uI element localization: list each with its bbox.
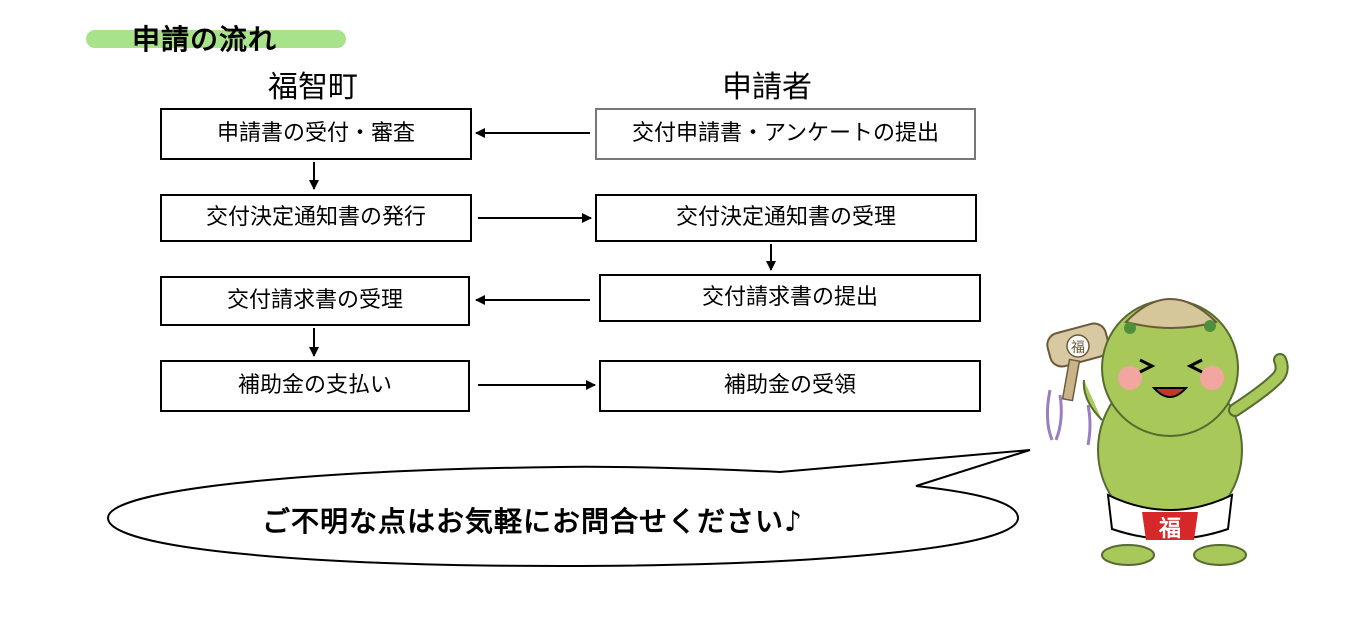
green-mascot-icon: 福 福: [1045, 298, 1289, 566]
lucky-mallet-icon: 福: [1045, 322, 1110, 446]
svg-text:福: 福: [1158, 517, 1181, 542]
speech-bubble: [106, 449, 1031, 568]
step-applicant-4: 補助金の受領: [599, 360, 981, 412]
step-applicant-1: 交付申請書・アンケートの提出: [595, 108, 976, 160]
step-town-1: 申請書の受付・審査: [160, 108, 472, 160]
step-town-2: 交付決定通知書の発行: [160, 194, 472, 242]
bubble-message: ご不明な点はお気軽にお問合せください♪: [262, 505, 803, 538]
section-title-bar: [86, 30, 346, 48]
section-title: 申請の流れ: [132, 23, 278, 56]
column-header-applicant: 申請者: [722, 70, 812, 105]
step-applicant-2: 交付決定通知書の受理: [595, 194, 977, 242]
step-applicant-3: 交付請求書の提出: [599, 274, 981, 322]
svg-text:福: 福: [1071, 340, 1085, 356]
column-header-town: 福智町: [268, 70, 358, 105]
step-town-3: 交付請求書の受理: [160, 276, 470, 326]
step-town-4: 補助金の支払い: [160, 360, 470, 412]
